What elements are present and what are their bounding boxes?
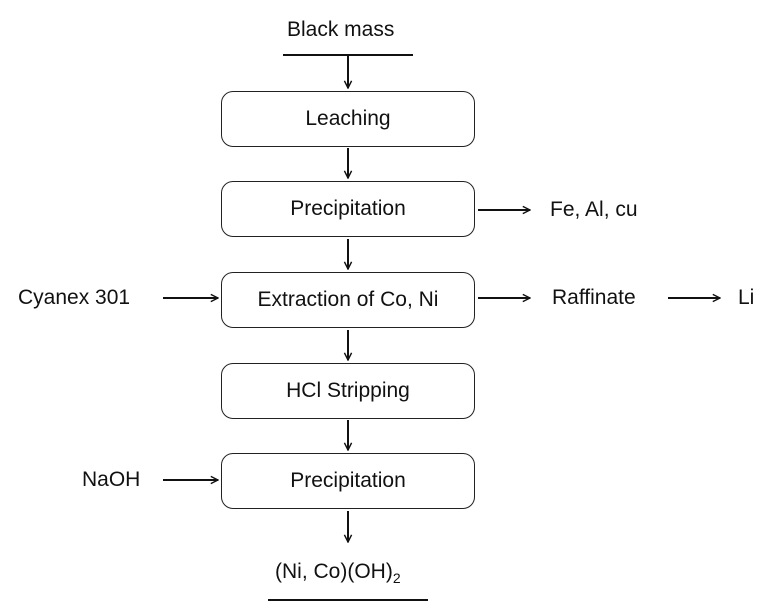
output-raffinate: Raffinate (552, 286, 636, 309)
step-leaching: Leaching (221, 91, 475, 147)
product-label: (Ni, Co)(OH)2 (275, 560, 401, 590)
product-formula: (Ni, Co)(OH) (275, 560, 393, 583)
step-extraction: Extraction of Co, Ni (221, 272, 475, 328)
product-bar (268, 599, 428, 601)
step-hcl-stripping: HCl Stripping (221, 363, 475, 419)
input-label: Black mass (287, 18, 395, 41)
output-li: Li (738, 286, 755, 309)
output-fe-al-cu: Fe, Al, cu (550, 198, 638, 221)
product-subscript: 2 (392, 570, 401, 587)
step-precipitation-2: Precipitation (221, 453, 475, 509)
step-precipitation-1: Precipitation (221, 181, 475, 237)
input-bar (283, 54, 413, 56)
input-naoh: NaOH (82, 468, 141, 491)
input-cyanex-301: Cyanex 301 (18, 286, 131, 309)
